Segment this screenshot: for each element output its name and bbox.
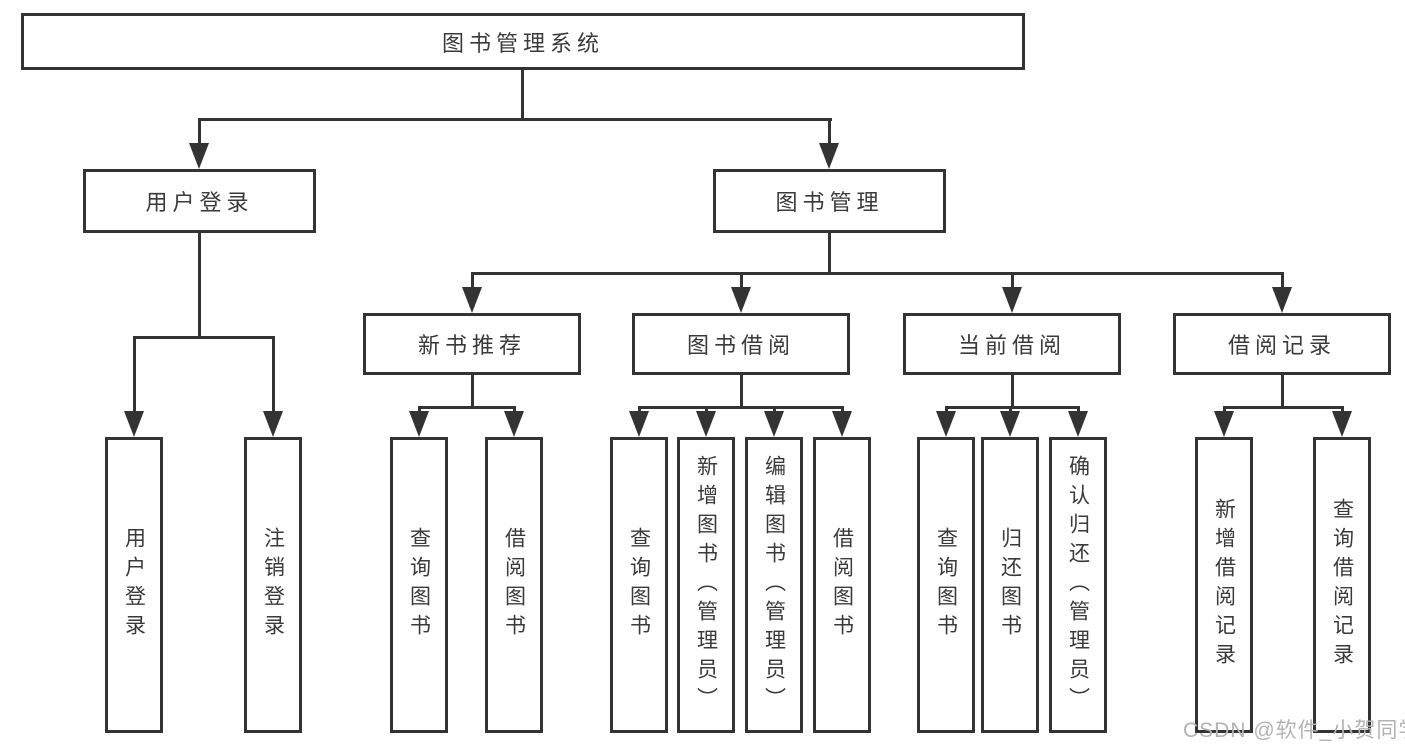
- connector-recommend-stem-line: [471, 375, 474, 407]
- connector-drop-line: [1341, 406, 1344, 415]
- connector-drop-line: [1281, 272, 1284, 289]
- arrow-down-icon: [629, 411, 649, 437]
- arrow-down-icon: [936, 411, 956, 437]
- arrow-down-icon: [409, 411, 429, 437]
- connector-drop-line: [638, 406, 641, 415]
- connector-recommend-rail-line: [418, 406, 516, 409]
- connector-login-rail-line: [133, 336, 275, 339]
- arrow-down-icon: [462, 287, 482, 313]
- node-current-borrowing: 当前借阅: [903, 313, 1121, 375]
- arrow-down-icon: [124, 411, 144, 437]
- connector-drop-line: [471, 272, 474, 289]
- arrow-down-icon: [1332, 411, 1352, 437]
- connector-current-stem-line: [1011, 375, 1014, 407]
- node-book-management: 图书管理: [713, 169, 946, 233]
- connector-borrow-stem-line: [740, 375, 743, 407]
- arrow-down-icon: [696, 411, 716, 437]
- arrow-down-icon: [1002, 287, 1022, 313]
- arrow-down-icon: [263, 411, 283, 437]
- leaf-confirm-return-admin: 确认归还（管理员）: [1049, 437, 1107, 733]
- connector-drop-line: [198, 118, 201, 145]
- leaf-user-login: 用户登录: [105, 437, 163, 733]
- connector-root-rail-line: [198, 118, 832, 121]
- node-user-login: 用户登录: [83, 169, 316, 233]
- connector-drop-line: [133, 336, 136, 413]
- connector-drop-line: [1011, 272, 1014, 289]
- connector-root-stem-line: [521, 70, 524, 121]
- connector-drop-line: [705, 406, 708, 415]
- leaf-query-books-recommend: 查询图书: [390, 437, 448, 733]
- leaf-add-books-admin: 新增图书（管理员）: [677, 437, 735, 733]
- connector-drop-line: [272, 336, 275, 413]
- arrow-down-icon: [1068, 411, 1088, 437]
- connector-mgmt-rail-line: [471, 272, 1284, 275]
- node-library-management-system: 图书管理系统: [21, 13, 1025, 70]
- node-new-book-recommendation: 新书推荐: [363, 313, 581, 375]
- connector-current-rail-line: [945, 406, 1080, 409]
- connector-drop-line: [1223, 406, 1226, 415]
- arrow-down-icon: [189, 143, 209, 169]
- connector-drop-line: [773, 406, 776, 415]
- leaf-query-borrow-record: 查询借阅记录: [1313, 437, 1371, 733]
- connector-drop-line: [828, 118, 831, 145]
- connector-drop-line: [740, 272, 743, 289]
- connector-drop-line: [513, 406, 516, 415]
- arrow-down-icon: [504, 411, 524, 437]
- leaf-add-borrow-record: 新增借阅记录: [1195, 437, 1253, 733]
- connector-drop-line: [945, 406, 948, 415]
- connector-drop-line: [1009, 406, 1012, 415]
- leaf-edit-books-admin: 编辑图书（管理员）: [745, 437, 803, 733]
- leaf-logout: 注销登录: [244, 437, 302, 733]
- csdn-watermark: CSDN @软件_小贺同学: [1183, 719, 1405, 742]
- leaf-query-books-current: 查询图书: [917, 437, 975, 733]
- connector-drop-line: [841, 406, 844, 415]
- leaf-borrow-books-recommend: 借阅图书: [485, 437, 543, 733]
- arrow-down-icon: [764, 411, 784, 437]
- node-book-borrowing: 图书借阅: [632, 313, 850, 375]
- leaf-borrow-books: 借阅图书: [813, 437, 871, 733]
- arrow-down-icon: [832, 411, 852, 437]
- arrow-down-icon: [819, 143, 839, 169]
- connector-records-rail-line: [1223, 406, 1344, 409]
- arrow-down-icon: [1214, 411, 1234, 437]
- arrow-down-icon: [731, 287, 751, 313]
- leaf-return-books: 归还图书: [981, 437, 1039, 733]
- arrow-down-icon: [1272, 287, 1292, 313]
- connector-login-stem-line: [198, 233, 201, 339]
- connector-borrow-rail-line: [638, 406, 843, 409]
- connector-mgmt-stem-line: [828, 233, 831, 274]
- connector-drop-line: [418, 406, 421, 415]
- node-borrowing-records: 借阅记录: [1173, 313, 1391, 375]
- arrow-down-icon: [1000, 411, 1020, 437]
- connector-drop-line: [1077, 406, 1080, 415]
- connector-records-stem-line: [1281, 375, 1284, 407]
- leaf-query-books-borrow: 查询图书: [610, 437, 668, 733]
